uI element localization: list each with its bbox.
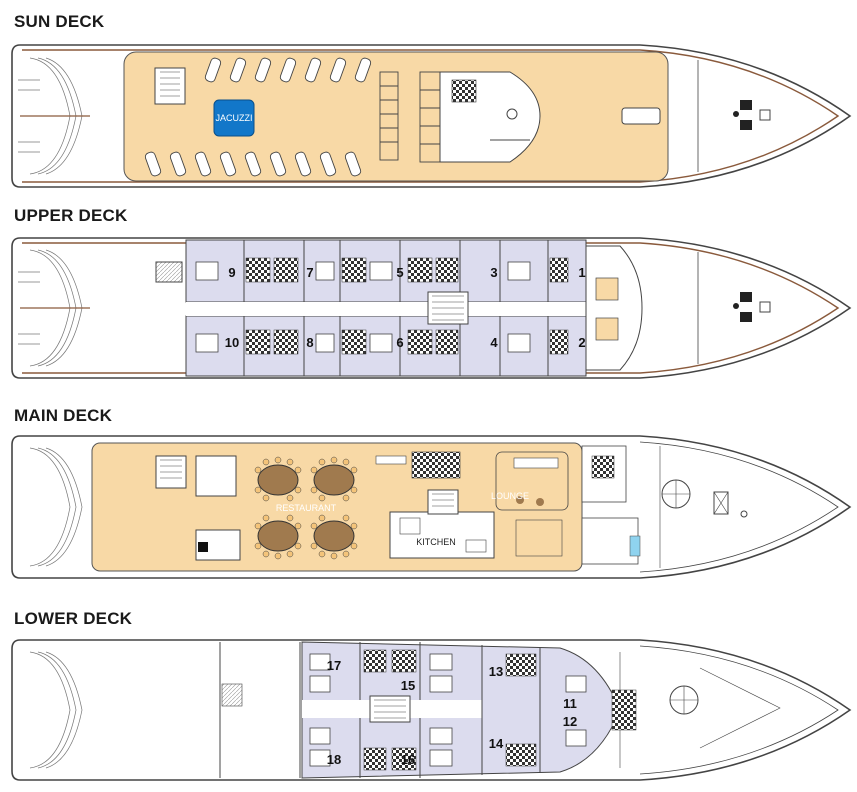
sun-deck-area: [123, 51, 669, 182]
cabin-16-label: 16: [401, 752, 415, 767]
cabin-10-label: 10: [225, 335, 239, 350]
cabin-2-label: 2: [578, 335, 585, 350]
main-deck-title: MAIN DECK: [14, 406, 113, 425]
cabin-18-label: 18: [327, 752, 341, 767]
cabin-13-label: 13: [489, 664, 503, 679]
sun-bow-equipment: [733, 100, 752, 130]
cabin-8-label: 8: [306, 335, 313, 350]
restaurant-tables: [254, 456, 358, 560]
cabin-15-label: 15: [401, 678, 415, 693]
cabin-14-label: 14: [489, 736, 504, 751]
cabin-9-label: 9: [228, 265, 235, 280]
jacuzzi: [213, 99, 255, 137]
restaurant-label: RESTAURANT: [276, 503, 337, 513]
upper-bathrooms: [245, 257, 569, 355]
cabin-5-label: 5: [396, 265, 403, 280]
upper-beds: [195, 261, 531, 353]
cabin-11-label: 11: [563, 696, 577, 711]
cabin-17-label: 17: [327, 658, 341, 673]
cabin-1-label: 1: [578, 265, 585, 280]
kitchen-label: KITCHEN: [416, 537, 456, 547]
cabin-12-label: 12: [563, 714, 577, 729]
lounge-label: LOUNGE: [491, 491, 529, 501]
upper-deck-plan: 9 7 5 3 1 10 8 6 4 2: [11, 237, 852, 379]
jacuzzi-label: JACUZZI: [216, 113, 253, 123]
sun-deck-plan: JACUZZI: [11, 44, 852, 188]
upper-deck-title: UPPER DECK: [14, 206, 128, 225]
lower-bathrooms: [363, 649, 537, 771]
lower-deck-plan: 17 15 13 11 12 18 16 14: [11, 639, 852, 781]
sun-loungers-bottom: [144, 151, 362, 177]
sun-loungers-top: [204, 57, 372, 83]
cabin-3-label: 3: [490, 265, 497, 280]
cabin-4-label: 4: [490, 335, 498, 350]
cabin-7-label: 7: [306, 265, 313, 280]
sun-stairs: [154, 67, 186, 105]
wheelhouse: [439, 71, 541, 163]
lower-beds: [309, 653, 587, 767]
cabin-6-label: 6: [396, 335, 403, 350]
sun-deck-title: SUN DECK: [14, 12, 105, 31]
lower-deck-title: LOWER DECK: [14, 609, 133, 628]
main-deck-plan: RESTAURANT KITCHEN LOUNGE: [11, 435, 852, 579]
